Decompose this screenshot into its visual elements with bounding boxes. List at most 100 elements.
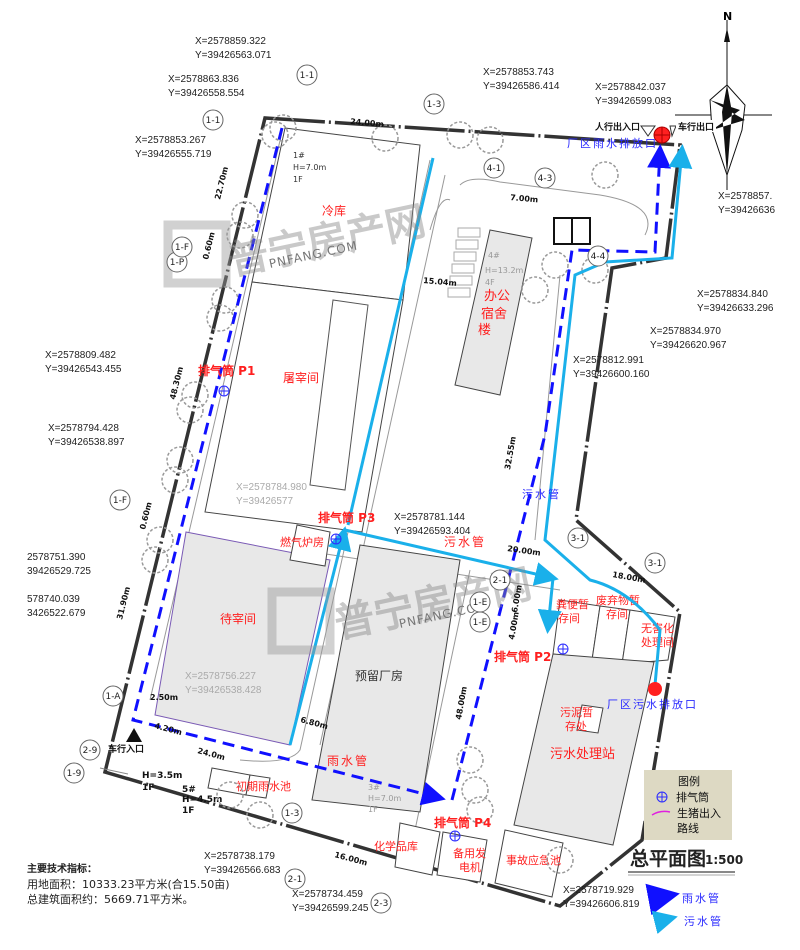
axis-label: 1-F [113, 496, 127, 506]
building-reserved[interactable]: 预留厂房 3# H=7.0m 1F [311, 544, 461, 814]
building-harmless-treatment[interactable]: 无害化 处理间 [621, 609, 676, 665]
building-waste-storage[interactable]: 废弃物暂 存间 [591, 593, 640, 665]
north-arrow-icon: N [675, 10, 772, 190]
building-slaughter[interactable]: 屠宰间 [204, 281, 404, 533]
coordinate-x: X=2578719.929 [563, 885, 634, 896]
coordinate-y: Y=39426586.414 [483, 81, 560, 92]
tree-icon [269, 114, 297, 142]
svg-text:5#: 5# [182, 785, 196, 795]
coordinate-x: X=2578853.267 [135, 135, 206, 146]
svg-text:预留厂房: 预留厂房 [355, 668, 403, 683]
pipe-label-sewage: 污水管 [522, 487, 561, 501]
sewage-outlet[interactable]: 厂区污水排放口 [607, 682, 698, 711]
exhaust-stack-p3[interactable]: 排气筒 P3 [318, 510, 375, 545]
legend: 图例 排气筒 生猪出入 路线 雨水管 污水管 [644, 770, 732, 935]
coordinate-x: X=2578842.037 [595, 82, 666, 93]
building-chemical-storage[interactable]: 化学品库 [374, 822, 441, 876]
coordinate-x: X=2578734.459 [292, 889, 363, 900]
axis-label: 1-E [473, 598, 488, 608]
tree-icon [161, 466, 189, 494]
axis-label: 2-1 [493, 576, 508, 586]
coordinate-y: 3426522.679 [27, 608, 86, 619]
building-generator[interactable]: 备用发 电机 [436, 831, 488, 883]
svg-text:污水管: 污水管 [684, 914, 723, 928]
axis-bubble [567, 527, 589, 549]
tree-icon [461, 776, 489, 804]
axis-bubble [109, 489, 131, 511]
rain-pool[interactable]: 初期雨水池 [207, 767, 291, 799]
coordinate-y: Y=39426543.455 [45, 364, 122, 375]
axis-bubble [102, 685, 124, 707]
coordinate-x: X=2578859.322 [195, 36, 266, 47]
axis-label: 2-3 [374, 899, 389, 909]
svg-text:22.70m: 22.70m [213, 166, 230, 201]
rain-outlet[interactable]: 厂区雨水排放口 [567, 126, 671, 150]
svg-text:32.55m: 32.55m [503, 436, 518, 471]
sewage-pipe-network [288, 144, 693, 746]
vehicle-exit-icon [669, 125, 677, 138]
svg-text:备用发: 备用发 [453, 846, 486, 860]
axis-label: 4-3 [538, 174, 553, 184]
svg-text:图例: 图例 [678, 774, 700, 788]
coordinate-y: 39426529.725 [27, 566, 91, 577]
coordinate-y: Y=39426636 [718, 205, 775, 216]
svg-text:污泥暂: 污泥暂 [560, 706, 593, 719]
exhaust-stack-p4[interactable]: 排气筒 P4 [434, 815, 491, 842]
svg-text:污水处理站: 污水处理站 [550, 747, 615, 762]
axis-bubble [370, 892, 392, 914]
svg-text:路线: 路线 [677, 821, 699, 835]
axis-label: 1-E [473, 618, 488, 628]
tree-icon [181, 381, 209, 409]
technical-indicators: 主要技术指标： 用地面积：10333.23平方米(合15.50亩) 总建筑面积约… [27, 862, 230, 906]
svg-text:排气筒 P3: 排气筒 P3 [318, 510, 375, 525]
pipe-label-sewage: 污水管 [444, 534, 486, 549]
trees [141, 114, 619, 874]
svg-text:废弃物暂: 废弃物暂 [596, 593, 640, 607]
tree-icon [476, 126, 504, 154]
axis-label: 1-9 [67, 769, 82, 779]
building-office-dormitory[interactable]: 4# H=13.2m 4F 办公 宿舍 楼 [454, 229, 533, 396]
svg-text:4#: 4# [488, 251, 500, 260]
building-cold-storage[interactable]: 冷库 1# H=7.0m 1F [251, 127, 421, 301]
coordinate-x: 578740.039 [27, 594, 80, 605]
svg-text:屠宰间: 屠宰间 [283, 370, 319, 385]
coordinate-y: Y=39426606.819 [563, 899, 640, 910]
building-holding[interactable]: 待宰间 [154, 531, 331, 746]
svg-text:48.00m: 48.00m [454, 686, 469, 721]
tree-icon [211, 286, 239, 314]
svg-text:6.80m: 6.80m [299, 715, 328, 731]
building-manure-storage[interactable]: 粪便暂 存间 [552, 597, 601, 661]
coordinate-y: Y=39426600.160 [573, 369, 650, 380]
axis-bubble [534, 167, 556, 189]
exhaust-stack-p2[interactable]: 排气筒 P2 [494, 643, 569, 664]
tree-icon [176, 396, 204, 424]
axis-label: 1-P [170, 258, 185, 268]
vehicle-entry-label: 车行入口 [108, 743, 144, 755]
svg-text:H=13.2m: H=13.2m [485, 266, 524, 275]
svg-text:H=3.5m: H=3.5m [142, 771, 182, 781]
svg-text:7.00m: 7.00m [510, 193, 539, 204]
axis-bubble [296, 64, 318, 86]
tree-icon [226, 221, 254, 249]
tree-icon [166, 446, 194, 474]
coordinate-y: Y=39426593.404 [394, 526, 471, 537]
coordinate-y: Y=39426599.245 [292, 903, 369, 914]
building-sewage-station[interactable]: 污泥暂 存处 污水处理站 [513, 653, 655, 846]
pipe-label-rain: 雨水管 [327, 753, 369, 768]
coordinate-x: X=2578784.980 [236, 482, 307, 493]
exhaust-stack-p1[interactable]: 排气筒 P1 [198, 363, 255, 397]
axis-label: 3-1 [571, 534, 586, 544]
building-boiler[interactable]: 燃气炉房 [280, 524, 331, 567]
building-emergency-pool[interactable]: 事故应急池 [494, 829, 564, 898]
coordinate-y: Y=39426620.967 [650, 340, 727, 351]
axis-bubble [63, 762, 85, 784]
axis-bubble [644, 552, 666, 574]
axis-label: 4-4 [591, 252, 606, 262]
svg-text:H=7.0m: H=7.0m [368, 794, 401, 803]
axis-bubble [489, 569, 511, 591]
coordinate-x: X=2578794.428 [48, 423, 119, 434]
axis-label: 1-F [175, 243, 189, 253]
svg-text:31.90m: 31.90m [115, 586, 132, 621]
vehicle-entry-icon [126, 728, 142, 742]
svg-text:排气筒 P2: 排气筒 P2 [494, 649, 551, 664]
